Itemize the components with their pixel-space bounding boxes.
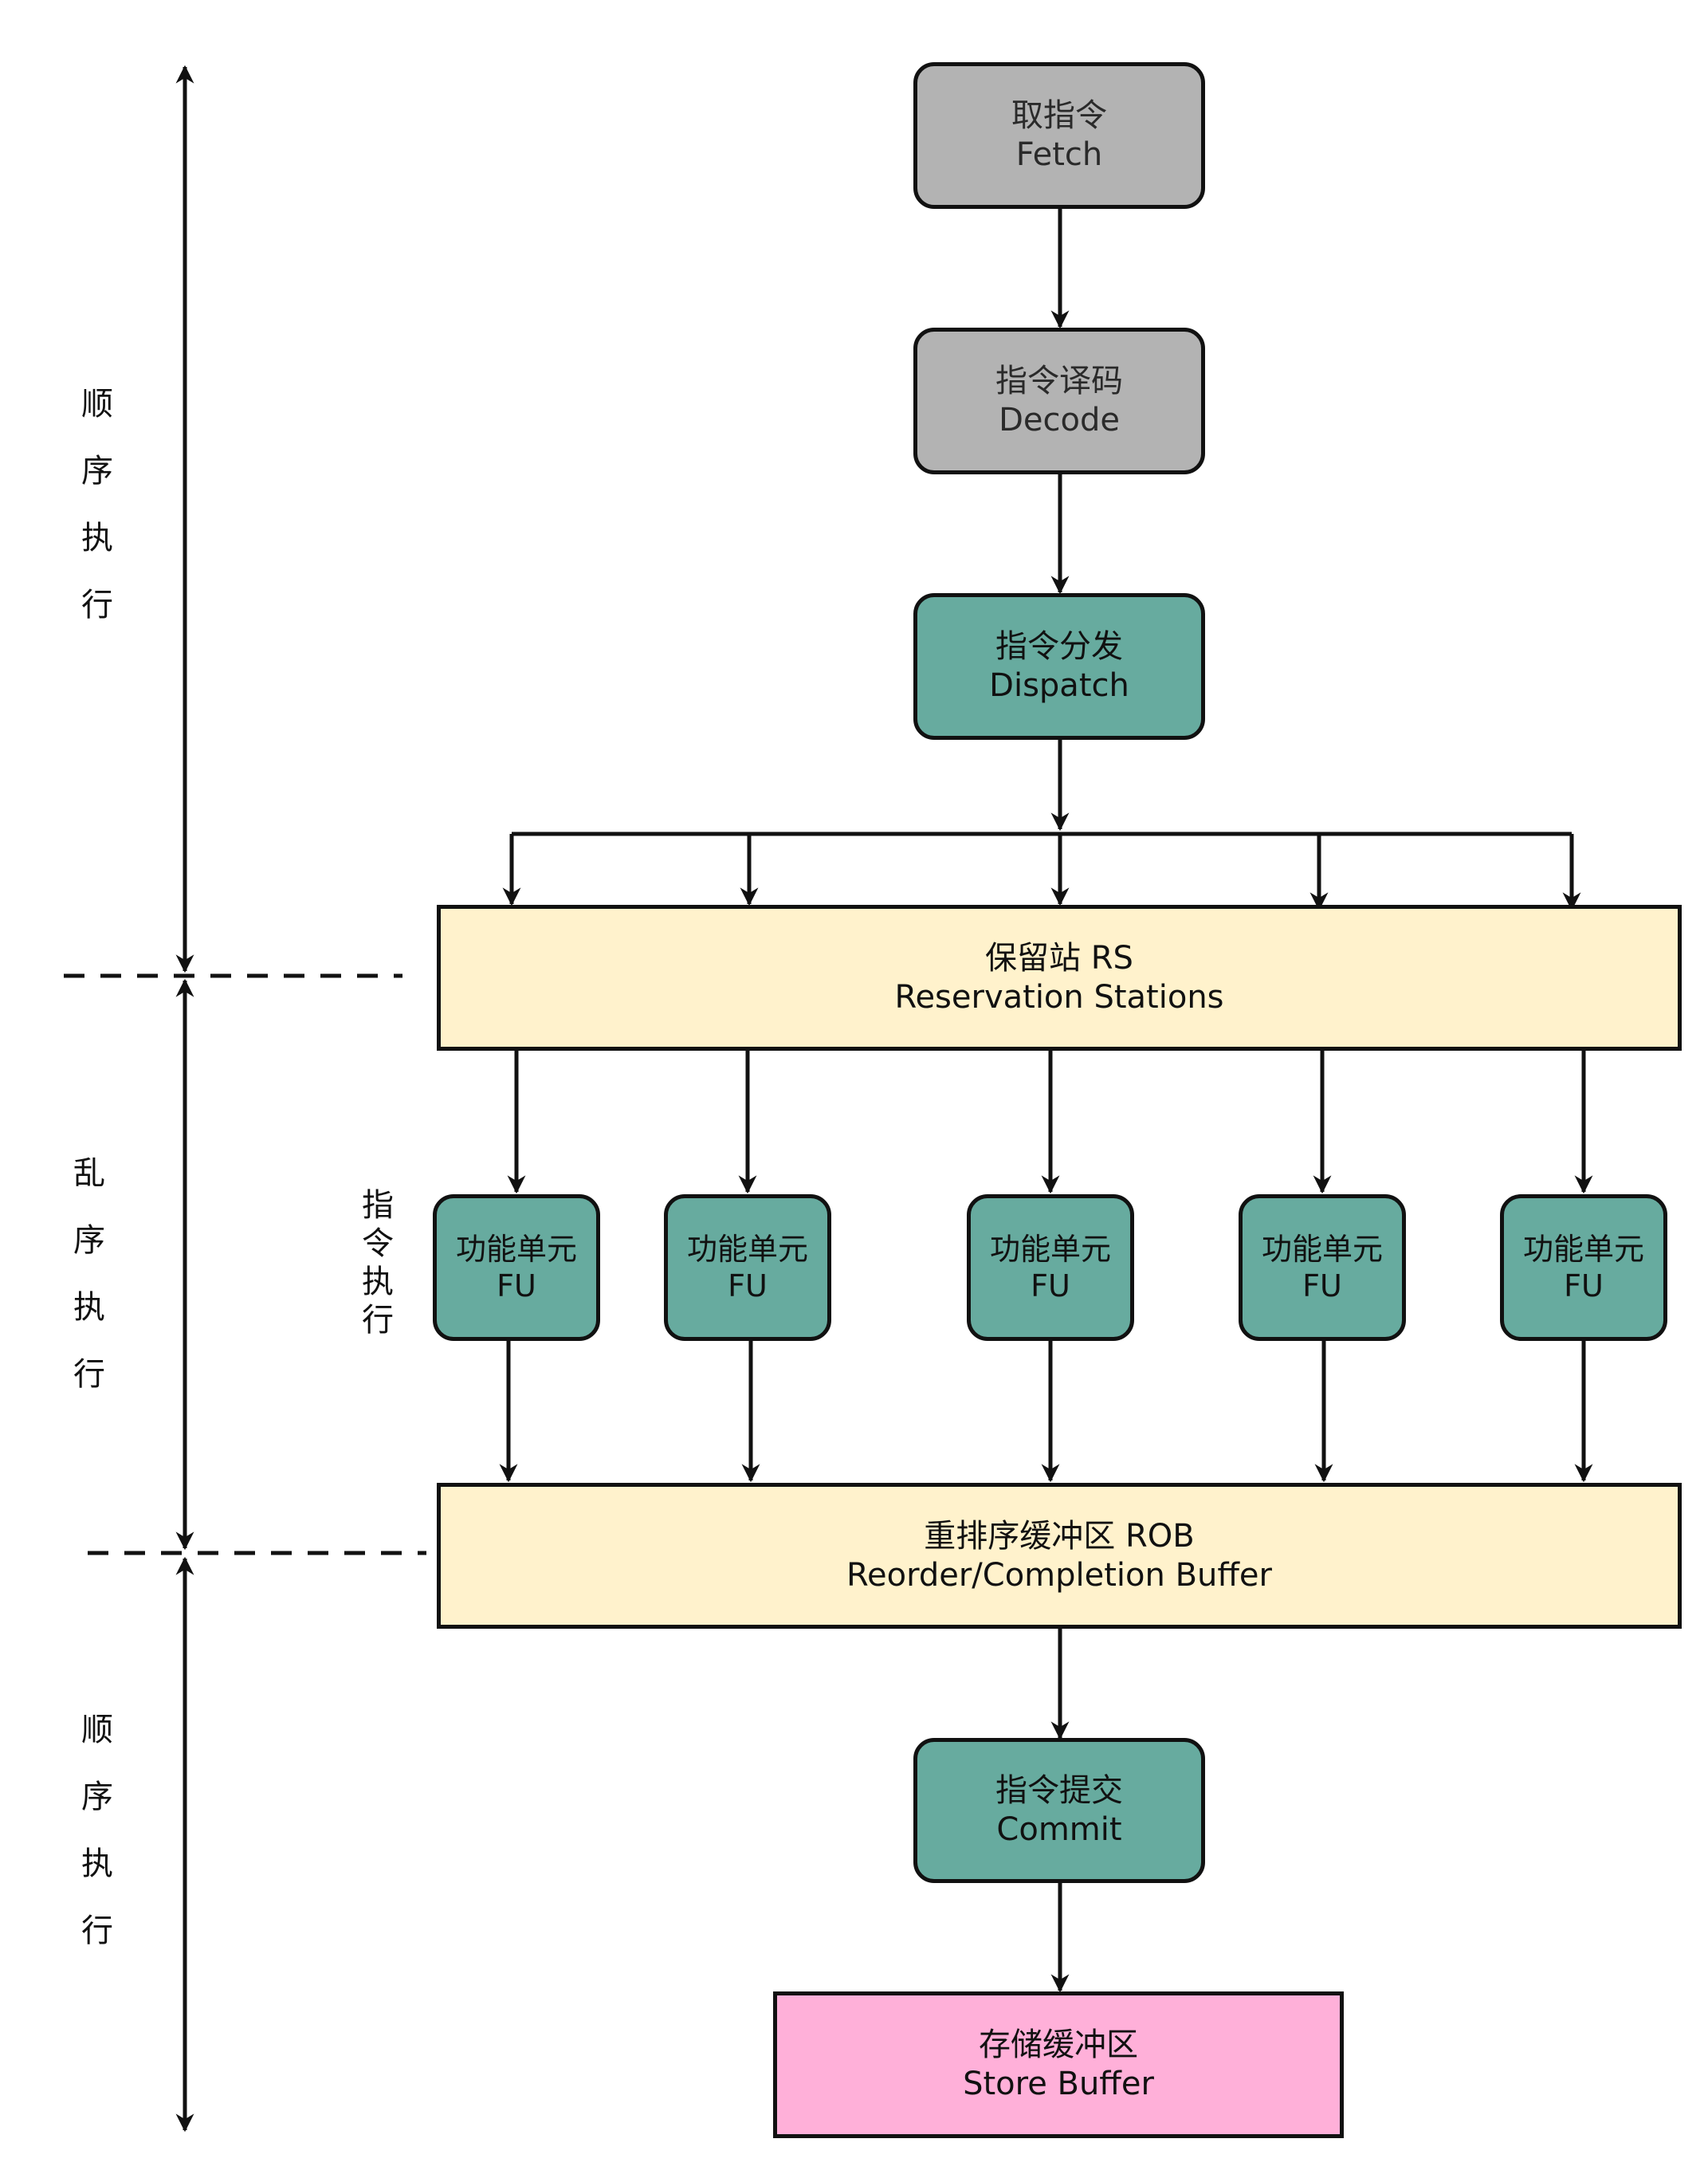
fu-label-zh: 功能单元 [1261, 1231, 1383, 1267]
label-char: 序 [73, 1222, 105, 1259]
reorder-buffer-node: 重排序缓冲区 ROB Reorder/Completion Buffer [437, 1483, 1682, 1629]
decode-node: 指令译码 Decode [913, 328, 1205, 474]
rob-label-en: Reorder/Completion Buffer [846, 1556, 1272, 1594]
commit-label-en: Commit [996, 1811, 1122, 1848]
label-char: 行 [362, 1302, 394, 1339]
store-buffer-label-zh: 存储缓冲区 [979, 2027, 1138, 2064]
fu-label-en: FU [497, 1268, 536, 1303]
label-char: 顺 [81, 1712, 113, 1748]
fu-label-zh: 功能单元 [455, 1231, 577, 1267]
label-in-order-bottom: 顺 序 执 行 [73, 1696, 121, 1964]
fu-label-en: FU [1031, 1268, 1070, 1303]
dispatch-label-en: Dispatch [989, 667, 1129, 704]
label-char: 执 [73, 1289, 105, 1326]
dispatch-node: 指令分发 Dispatch [913, 593, 1205, 740]
fu-label-zh: 功能单元 [989, 1231, 1111, 1267]
label-char: 乱 [73, 1155, 105, 1192]
commit-label-zh: 指令提交 [995, 1772, 1123, 1810]
functional-unit-2: 功能单元 FU [664, 1194, 831, 1341]
fu-label-en: FU [1302, 1268, 1342, 1303]
decode-label-zh: 指令译码 [995, 363, 1123, 400]
rob-label-zh: 重排序缓冲区 ROB [924, 1517, 1195, 1555]
rs-label-zh: 保留站 RS [985, 939, 1133, 977]
label-char: 行 [81, 1913, 113, 1949]
functional-unit-3: 功能单元 FU [967, 1194, 1134, 1341]
store-buffer-node: 存储缓冲区 Store Buffer [773, 1991, 1344, 2138]
label-fu-stage: 指 令 执 行 [354, 1186, 402, 1339]
label-char: 序 [81, 453, 113, 489]
label-char: 行 [73, 1356, 105, 1393]
label-char: 指 [362, 1187, 394, 1224]
decode-label-en: Decode [999, 402, 1120, 438]
label-out-of-order: 乱 序 执 行 [65, 1140, 113, 1408]
commit-node: 指令提交 Commit [913, 1738, 1205, 1883]
label-char: 执 [81, 1846, 113, 1882]
label-char: 序 [81, 1779, 113, 1815]
rs-label-en: Reservation Stations [894, 978, 1224, 1016]
label-char: 顺 [81, 386, 113, 423]
fu-label-zh: 功能单元 [686, 1231, 808, 1267]
dispatch-label-zh: 指令分发 [995, 628, 1123, 666]
functional-unit-1: 功能单元 FU [433, 1194, 600, 1341]
functional-unit-4: 功能单元 FU [1239, 1194, 1406, 1341]
fetch-label-zh: 取指令 [1011, 97, 1107, 135]
fetch-node: 取指令 Fetch [913, 62, 1205, 209]
store-buffer-label-en: Store Buffer [963, 2066, 1154, 2102]
fu-label-zh: 功能单元 [1522, 1231, 1644, 1267]
label-char: 执 [362, 1264, 394, 1300]
functional-unit-5: 功能单元 FU [1500, 1194, 1667, 1341]
label-char: 令 [362, 1225, 394, 1262]
fu-label-en: FU [728, 1268, 768, 1303]
reservation-stations-node: 保留站 RS Reservation Stations [437, 905, 1682, 1051]
fetch-label-en: Fetch [1015, 136, 1103, 173]
label-char: 行 [81, 587, 113, 623]
label-in-order-top: 顺 序 执 行 [73, 371, 121, 639]
label-char: 执 [81, 520, 113, 556]
fu-label-en: FU [1564, 1268, 1604, 1303]
